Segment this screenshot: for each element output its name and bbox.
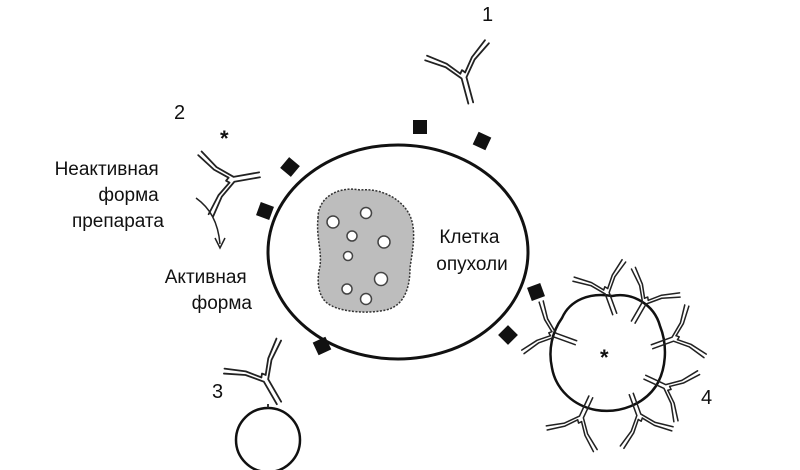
label-inactive-form-line-1: Неактивная [55,159,159,180]
receptor-bottom [312,336,332,356]
antibody-2 [196,141,267,219]
receptor-top-right [472,131,492,151]
receptor-left-mid [256,202,274,220]
activation-arrow [195,197,221,245]
receptor-right-low [498,325,518,345]
label-number-3: 3 [212,381,223,403]
drug-asterisk-2: * [220,126,229,151]
label-inactive-form-line-2: форма [98,185,159,206]
label-inactive-form-line-3: препарата [72,211,164,232]
drug-asterisk-4: * [600,345,609,370]
receptor-right-mid [527,283,545,301]
immunoliposome [549,293,667,413]
label-number-2: 2 [174,102,185,124]
antibody-1 [423,38,504,113]
liposome [234,406,302,470]
label-number-1: 1 [482,4,493,26]
label-inactive-form: Неактивная форма препарата [55,159,165,232]
label-tumor-cell-line-2: опухоли [436,254,508,275]
label-tumor-cell-line-1: Клетка [439,227,500,248]
label-active-form-line-2: форма [192,293,253,314]
tumor-cell-nucleus [316,188,415,313]
label-tumor-cell: Клетка опухоли [436,227,508,275]
label-active-form: Активная форма [165,267,253,314]
receptor-left-upper [280,157,300,177]
activation-arrowhead [214,237,226,250]
label-number-4: 4 [701,387,712,409]
receptor-top-left [413,120,427,134]
label-active-form-line-1: Активная [165,267,247,288]
nucleus-vesicles [326,206,391,306]
